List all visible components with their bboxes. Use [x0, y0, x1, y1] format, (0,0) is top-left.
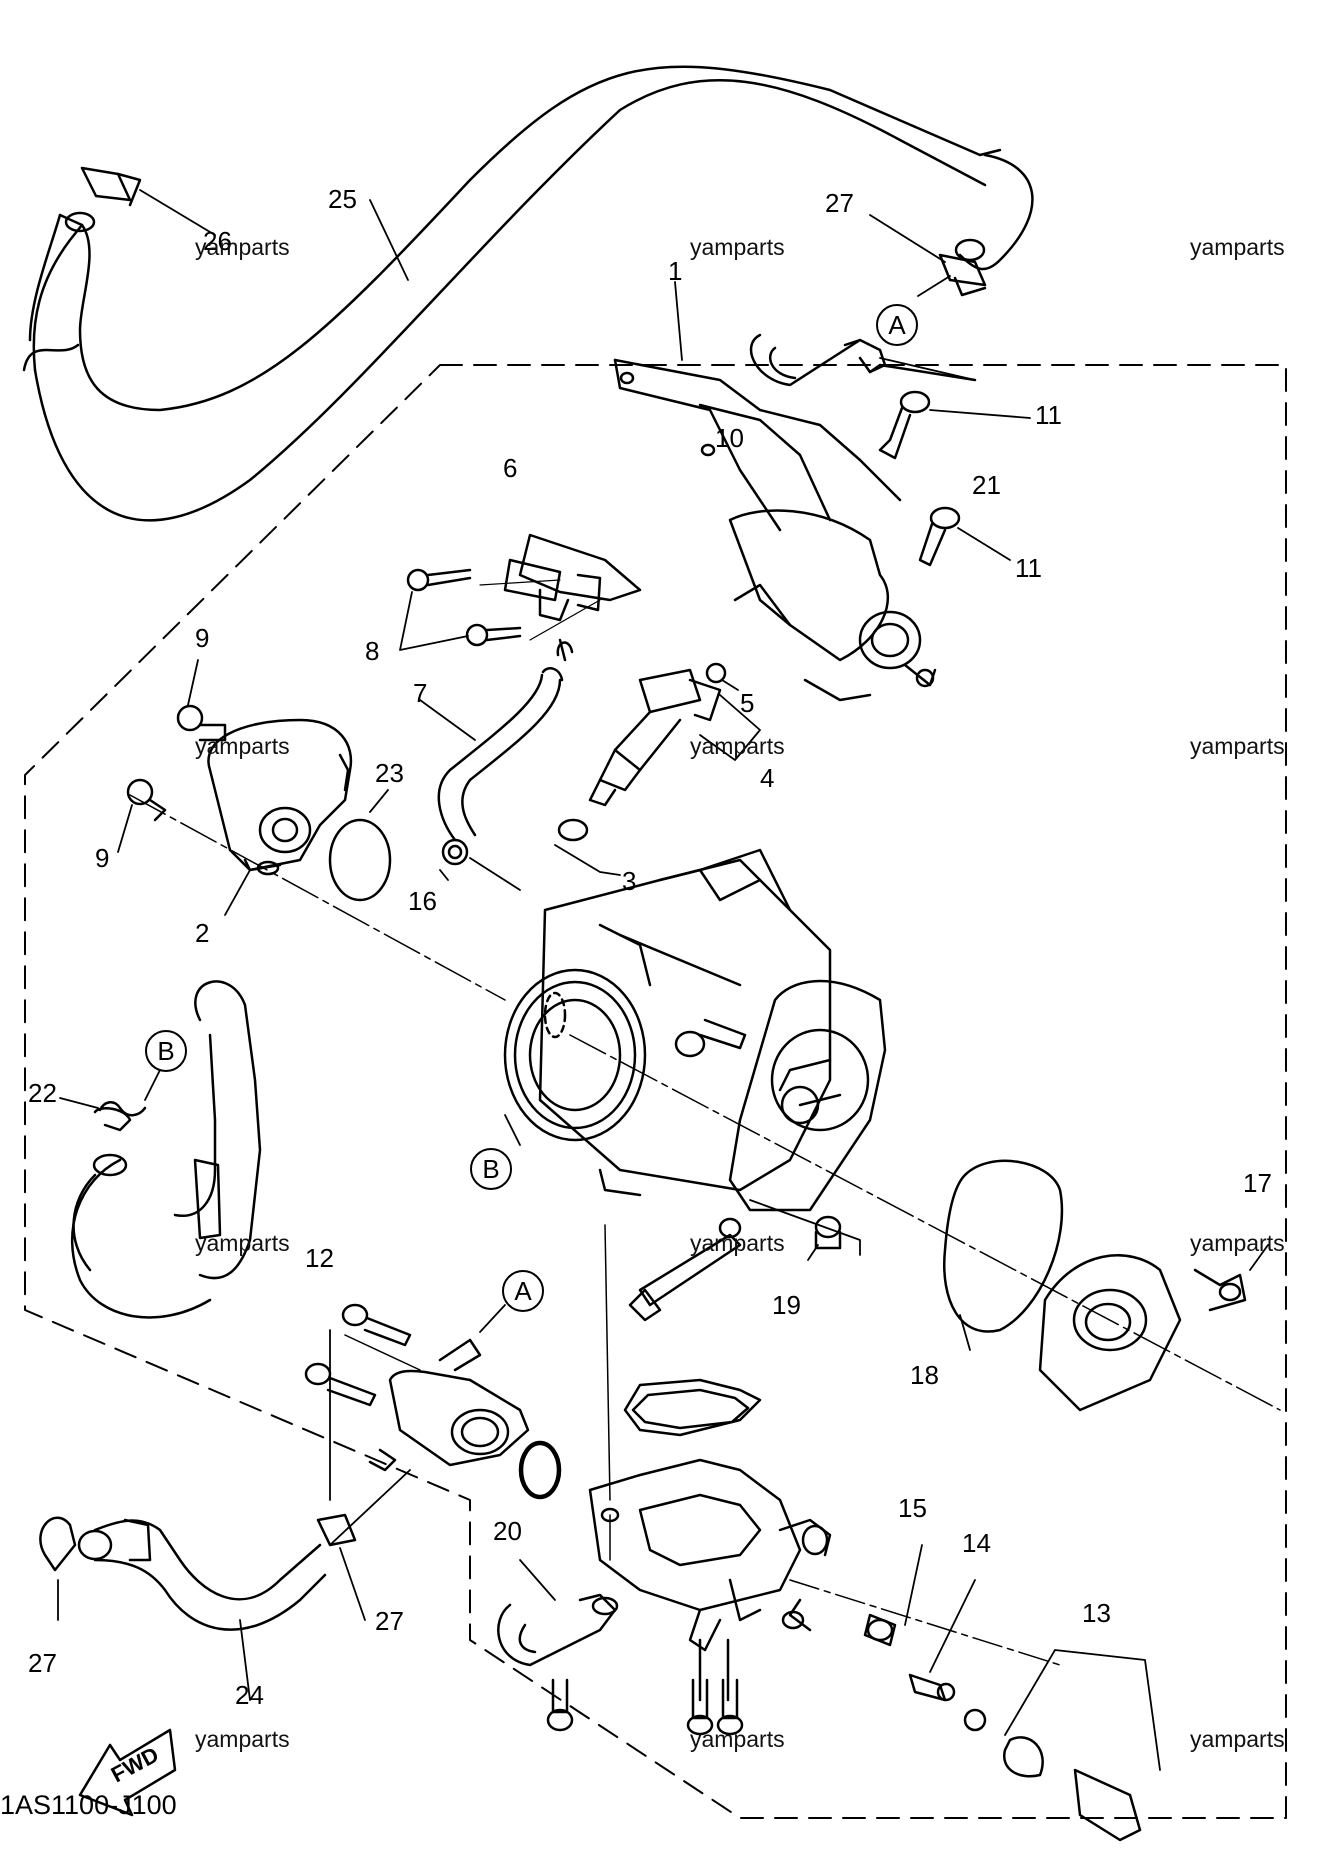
hose-24: [39, 1513, 366, 1701]
adjuster-parts: [789, 1544, 1161, 1842]
callout-27-mid: 27: [375, 1606, 404, 1636]
callout-4: 4: [760, 763, 775, 793]
callout-23: 23: [375, 758, 404, 788]
callout-19: 19: [772, 1290, 801, 1320]
watermark: yamparts: [195, 733, 290, 759]
callout-10: 10: [715, 423, 744, 453]
o-ring-lower: [518, 1440, 562, 1500]
fwd-arrow-icon: [78, 1728, 177, 1817]
clip-27-top: [869, 214, 987, 297]
injector-4: [588, 662, 761, 807]
watermark: yamparts: [195, 1726, 290, 1752]
callout-9-top: 9: [195, 623, 210, 653]
watermark: yamparts: [690, 733, 785, 759]
screws-11: [878, 390, 1031, 567]
watermark: yamparts: [690, 1726, 785, 1752]
part-19: [628, 1199, 861, 1322]
throttle-position-sensor-2: [126, 704, 392, 916]
throttle-body: [503, 848, 832, 1197]
callout-27-top: 27: [825, 188, 854, 218]
watermark: yamparts: [1190, 733, 1285, 759]
grommet-3: [554, 818, 621, 876]
callout-5: 5: [740, 688, 755, 718]
clamp-20: [497, 1559, 619, 1667]
pulley-side: [728, 979, 887, 1212]
callout-13: 13: [1082, 1598, 1111, 1628]
ref-marker-b-center: B: [470, 1148, 512, 1190]
diagram-code: 1AS1100-J100: [0, 1790, 177, 1820]
callout-24: 24: [235, 1680, 264, 1710]
callout-6: 6: [503, 453, 518, 483]
callout-11-mid: 11: [1015, 553, 1042, 583]
callout-18: 18: [910, 1360, 939, 1390]
nut-16: [439, 838, 521, 891]
callout-3: 3: [622, 866, 637, 896]
callout-12: 12: [305, 1243, 334, 1273]
ref-marker-a-top: A: [876, 304, 918, 346]
callout-14: 14: [962, 1528, 991, 1558]
watermark: yamparts: [195, 1230, 290, 1256]
callout-11-top: 11: [1035, 400, 1062, 430]
callout-9-left: 9: [95, 843, 110, 873]
watermark: yamparts: [690, 1230, 785, 1256]
hose-7: [419, 667, 564, 842]
bracket-10: [613, 358, 902, 532]
callout-25: 25: [328, 184, 357, 214]
clamp-21: [749, 333, 977, 387]
callout-16: 16: [408, 886, 437, 916]
callout-20: 20: [493, 1516, 522, 1546]
callout-15: 15: [898, 1493, 927, 1523]
sensor-6: [503, 533, 642, 662]
callout-7: 7: [413, 678, 428, 708]
hose-25: [22, 65, 1034, 522]
spring-22: [59, 1069, 161, 1117]
lower-assembly: [546, 1224, 832, 1736]
clip-26: [80, 166, 216, 236]
hose-b: [71, 980, 262, 1319]
callout-2: 2: [195, 918, 210, 948]
watermark: yamparts: [690, 234, 785, 260]
leader-lines: [117, 659, 971, 1501]
axis-line: [129, 794, 1281, 1411]
ref-marker-b-left: B: [145, 1030, 187, 1072]
watermark: yamparts: [1190, 1726, 1285, 1752]
watermark: yamparts: [1190, 234, 1285, 260]
assembly-boundary: [24, 364, 1287, 1819]
callout-8: 8: [365, 636, 380, 666]
ref-marker-a-mid: A: [502, 1270, 544, 1312]
cover-17: [943, 1159, 1269, 1412]
callout-27-left: 27: [28, 1648, 57, 1678]
idle-unit: [304, 1303, 560, 1546]
callout-22: 22: [28, 1078, 57, 1108]
callout-17: 17: [1243, 1168, 1272, 1198]
watermark: yamparts: [1190, 1230, 1285, 1256]
screws-8: [399, 568, 601, 651]
callout-26: 26: [203, 226, 232, 256]
callout-21: 21: [972, 470, 1001, 500]
callout-1: 1: [668, 256, 683, 286]
actuator: [728, 509, 937, 702]
watermark: yamparts: [195, 234, 290, 260]
